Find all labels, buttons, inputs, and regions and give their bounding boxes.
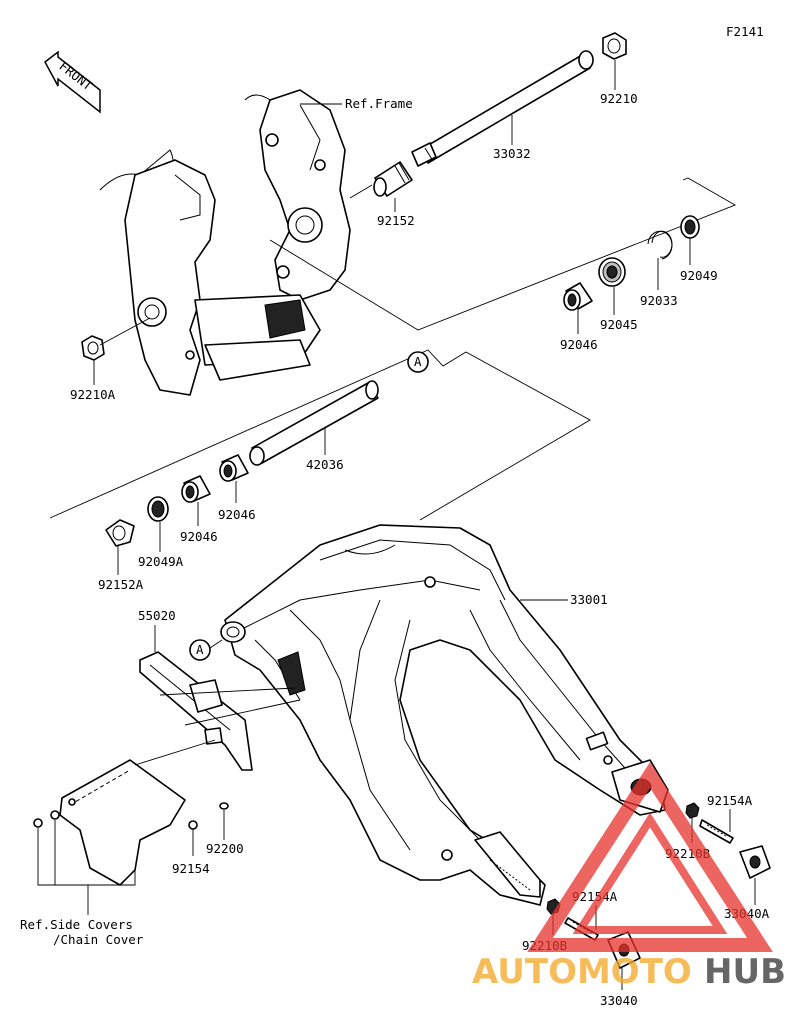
callout-a-top-text: A: [414, 354, 422, 369]
label-92152: 92152: [377, 213, 415, 228]
label-33032: 33032: [493, 146, 531, 161]
circlip-92033-icon: [647, 230, 673, 260]
label-92046-mid: 92046: [218, 507, 256, 522]
adjuster-bolt-92154A-right-icon: [699, 819, 734, 844]
needle-bearing-92046-low-icon: [181, 475, 211, 503]
side-cover-reference-drawing: [59, 759, 186, 886]
label-92046-low: 92046: [180, 529, 218, 544]
upper-bearing-box: [269, 177, 737, 331]
callout-a-top: [407, 351, 429, 373]
label-92210: 92210: [600, 91, 638, 106]
bolt-92154-icon: [188, 820, 198, 830]
lower-bearing-box: [49, 349, 591, 521]
bearing-92045-icon: [598, 257, 626, 287]
automotohub-watermark-logo: AUTOMOTO HUB: [472, 762, 786, 992]
seal-92049-icon: [680, 215, 700, 239]
frame-reference-drawing: [99, 89, 351, 396]
callout-a-lower-text: A: [196, 642, 204, 657]
label-42036: 42036: [306, 457, 344, 472]
label-92152A: 92152A: [98, 577, 144, 592]
front-arrow-icon: FRONT: [44, 50, 101, 114]
nut-92210A-icon: [81, 317, 151, 361]
adjuster-block-33040A-icon: [739, 845, 771, 879]
needle-bearing-92046-mid-icon: [219, 454, 249, 482]
label-92154A-right: 92154A: [707, 793, 753, 808]
callout-a-lower: [189, 639, 211, 661]
seal-92049A-icon: [147, 496, 169, 522]
figure-code: F2141: [726, 24, 764, 39]
label-92200: 92200: [206, 841, 244, 856]
pivot-shaft-33032-icon: [411, 50, 594, 167]
collar-92152-icon: [373, 161, 413, 197]
watermark-text-automoto: AUTOMOTO: [472, 952, 692, 992]
bolt-left-icon: [33, 810, 60, 828]
label-92033: 92033: [640, 293, 678, 308]
label-55020: 55020: [138, 608, 176, 623]
sleeve-42036-icon: [249, 380, 379, 466]
label-92154: 92154: [172, 861, 210, 876]
nut-92210-icon: [602, 32, 627, 60]
chain-guard-55020-icon: [139, 651, 253, 771]
watermark-text-hub: HUB: [704, 952, 786, 992]
label-92046-upper: 92046: [560, 337, 598, 352]
label-33040: 33040: [600, 993, 638, 1008]
label-92049: 92049: [680, 268, 718, 283]
label-33001: 33001: [570, 592, 608, 607]
ref-side-covers-label-line2: /Chain Cover: [53, 932, 144, 947]
collar-92152A-icon: [105, 519, 135, 547]
label-92210A: 92210A: [70, 387, 116, 402]
nut-92210B-right-icon: [685, 802, 700, 819]
ref-side-covers-label-line1: Ref.Side Covers: [20, 917, 133, 932]
label-92045: 92045: [600, 317, 638, 332]
washer-92200-icon: [219, 802, 229, 810]
needle-bearing-92046-upper-icon: [563, 282, 593, 311]
label-92049A: 92049A: [138, 554, 184, 569]
ref-frame-label: Ref.Frame: [345, 96, 413, 111]
